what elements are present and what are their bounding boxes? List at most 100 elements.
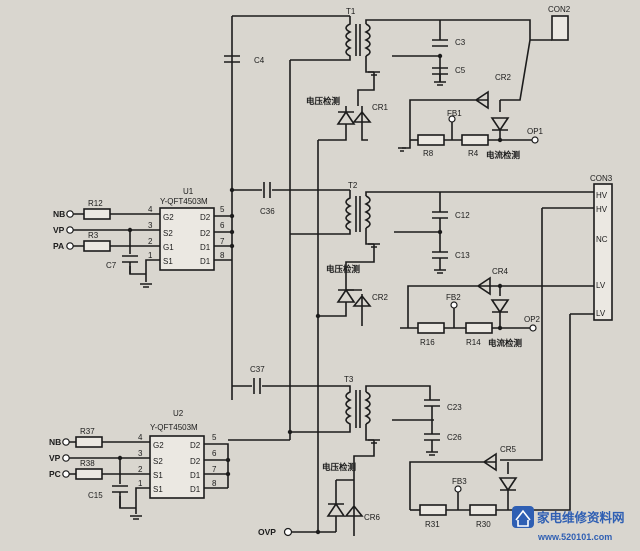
watermark-url: www.520101.com — [537, 532, 612, 542]
label-op2: OP2 — [524, 315, 541, 324]
svg-text:G2: G2 — [163, 213, 174, 222]
con3-pin-lv1: LV — [596, 281, 606, 290]
watermark-site-name: 家电维修资料网 — [537, 510, 625, 525]
transformer-t1: T1 — [340, 7, 371, 61]
terminal-pc — [62, 470, 70, 478]
connector-con3: CON3 HV HV NC LV LV — [590, 174, 613, 321]
label-r37: R37 — [80, 427, 95, 436]
con3-pin-hv2: HV — [596, 205, 608, 214]
svg-text:S1: S1 — [163, 257, 173, 266]
label-c12: C12 — [455, 211, 470, 220]
resistor-r37: R37 — [75, 427, 103, 448]
svg-text:S2: S2 — [163, 229, 173, 238]
annotation-voltage-detect-3: 电压检测 — [322, 462, 357, 472]
label-pa: PA — [53, 241, 64, 251]
svg-text:D1: D1 — [190, 485, 201, 494]
terminal-vp-2 — [62, 454, 70, 462]
annotation-current-detect-2: 电流检测 — [488, 338, 523, 348]
svg-text:4: 4 — [148, 205, 153, 214]
terminal-op1 — [531, 136, 539, 144]
label-cr2: CR2 — [372, 293, 389, 302]
resistor-r3: R3 — [83, 231, 111, 252]
label-t3: T3 — [344, 375, 354, 384]
label-op1: OP1 — [527, 127, 544, 136]
test-point-fb2 — [450, 301, 458, 309]
capacitor-c36: C36 — [260, 182, 275, 216]
label-con2: CON2 — [548, 5, 571, 14]
diode-cr4: CR4 — [472, 267, 509, 296]
label-c13: C13 — [455, 251, 470, 260]
capacitor-c37: C37 — [250, 365, 265, 394]
label-c3: C3 — [455, 38, 466, 47]
svg-text:D1: D1 — [200, 243, 211, 252]
label-cr5: CR5 — [500, 445, 517, 454]
label-fb3: FB3 — [452, 477, 467, 486]
capacitor-c15: C15 — [88, 485, 128, 500]
label-c37: C37 — [250, 365, 265, 374]
label-c26: C26 — [447, 433, 462, 442]
svg-text:G1: G1 — [163, 243, 174, 252]
label-ovp: OVP — [258, 527, 276, 537]
annotation-current-detect-1: 电流检测 — [486, 150, 521, 160]
terminal-nd — [62, 438, 70, 446]
svg-text:5: 5 — [220, 205, 225, 214]
annotation-voltage-detect-1: 电压检测 — [306, 96, 341, 106]
capacitor-c5: C5 — [432, 66, 466, 75]
label-u1-part: Y-QFT4503M — [160, 197, 208, 206]
label-r16: R16 — [420, 338, 435, 347]
label-nb: NB — [53, 209, 65, 219]
capacitor-c4: C4 — [224, 55, 265, 65]
wire-t1-to-c3 — [392, 55, 441, 82]
label-u2-part: Y-QFT4503M — [150, 423, 198, 432]
capacitor-c23: C23 — [424, 399, 462, 412]
diode-cr-op1 — [490, 100, 510, 132]
wire-cr2-feed — [500, 39, 531, 101]
label-fb2: FB2 — [446, 293, 461, 302]
svg-text:S2: S2 — [153, 457, 163, 466]
svg-text:S1: S1 — [153, 485, 163, 494]
terminal-nb — [66, 210, 74, 218]
svg-text:1: 1 — [148, 251, 153, 260]
ic-u1: U1 Y-QFT4503M G2 S2 G1 S1 D2 D2 D1 D1 4 … — [148, 187, 225, 271]
label-r30: R30 — [476, 520, 491, 529]
capacitor-c3: C3 — [432, 38, 466, 47]
label-cr6: CR6 — [364, 513, 381, 522]
label-t1: T1 — [346, 7, 356, 16]
label-con3: CON3 — [590, 174, 613, 183]
terminal-ovp — [283, 527, 293, 537]
resistor-r30: R30 — [469, 504, 497, 529]
svg-text:8: 8 — [220, 251, 225, 260]
svg-text:8: 8 — [212, 479, 217, 488]
svg-text:4: 4 — [138, 433, 143, 442]
ic-u2: U2 Y-QFT4503M G2 S2 S1 S1 D2 D2 D1 D1 4 … — [138, 409, 217, 499]
con3-pin-lv2: LV — [596, 309, 606, 318]
test-point-fb3 — [454, 485, 462, 493]
label-u1: U1 — [183, 187, 194, 196]
connector-con2: CON2 — [548, 5, 571, 41]
label-c4: C4 — [254, 56, 265, 65]
svg-text:G2: G2 — [153, 441, 164, 450]
label-cr2-top: CR2 — [495, 73, 512, 82]
watermark-logo — [512, 506, 534, 528]
label-c15: C15 — [88, 491, 103, 500]
diode-cr-op2 — [490, 286, 510, 314]
svg-text:1: 1 — [138, 479, 143, 488]
label-fb1: FB1 — [447, 109, 462, 118]
svg-text:D1: D1 — [200, 257, 211, 266]
wire-t1-secondary-bottom — [365, 56, 374, 73]
svg-text:D2: D2 — [190, 441, 201, 450]
capacitor-c12: C12 — [432, 211, 470, 220]
resistor-r38: R38 — [75, 459, 103, 480]
label-r14: R14 — [466, 338, 481, 347]
svg-text:S1: S1 — [153, 471, 163, 480]
diode-cr2-top: CR2 — [470, 73, 512, 110]
label-r8: R8 — [423, 149, 434, 158]
label-r12: R12 — [88, 199, 103, 208]
label-c36: C36 — [260, 207, 275, 216]
svg-text:3: 3 — [148, 221, 153, 230]
transformer-t2: T2 — [290, 181, 371, 235]
label-r31: R31 — [425, 520, 440, 529]
wire-t1-secondary-top — [365, 19, 531, 40]
con3-pin-hv1: HV — [596, 191, 608, 200]
